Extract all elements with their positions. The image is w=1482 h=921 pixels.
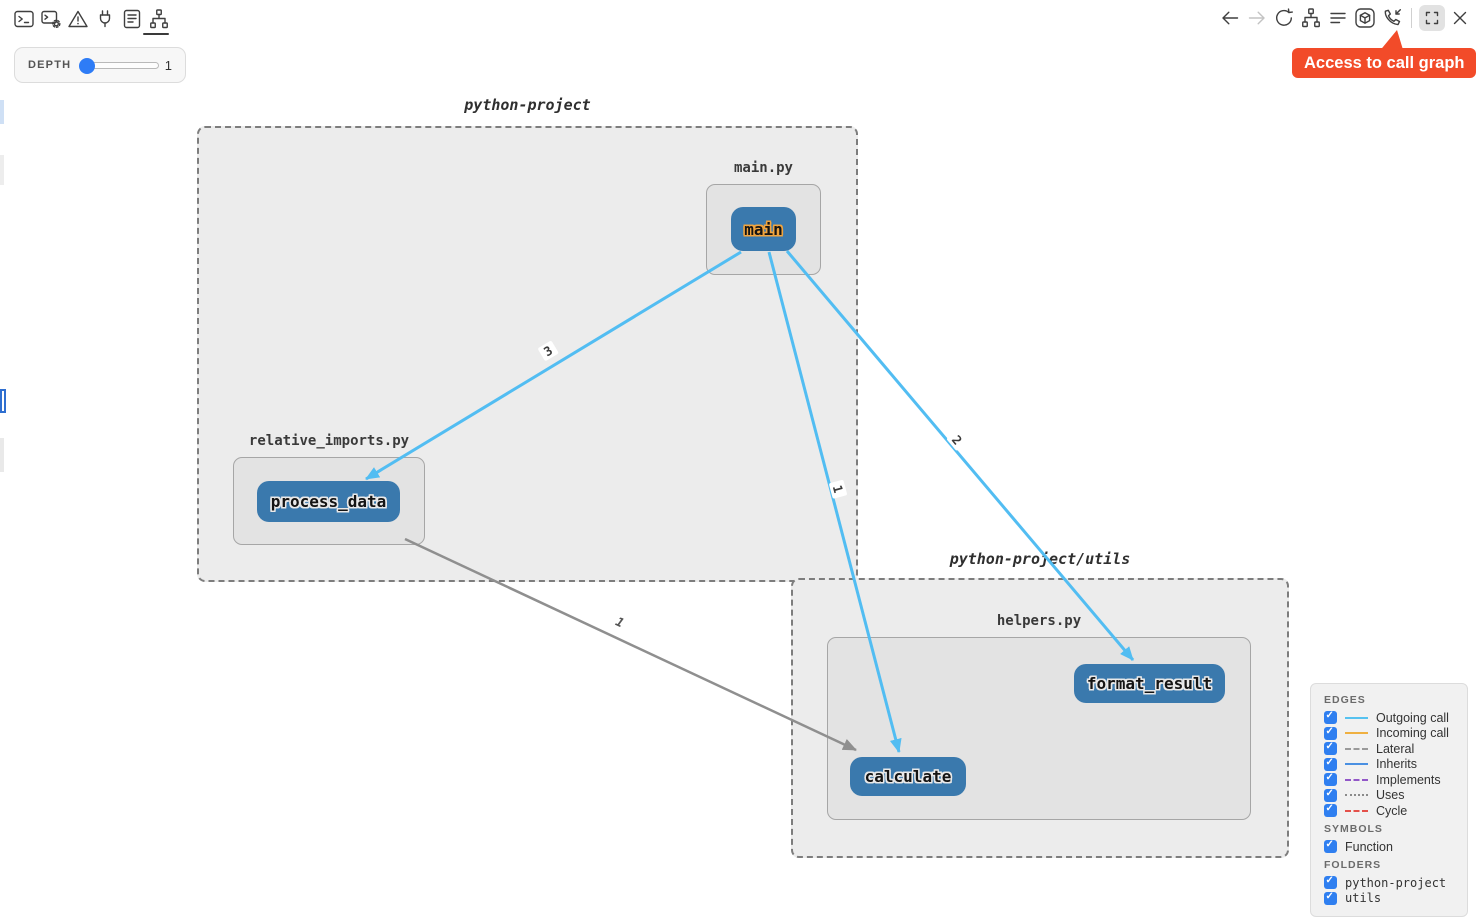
file-title-main-py: main.py — [733, 160, 793, 176]
checkbox-implements[interactable] — [1324, 772, 1337, 786]
call-graph-tab-icon[interactable] — [147, 7, 171, 31]
node-format_result[interactable]: format_result — [1074, 664, 1225, 703]
legend-label: Lateral — [1376, 741, 1415, 756]
active-tab-underline — [143, 33, 169, 35]
minimap-marker-light — [0, 100, 4, 124]
legend-label: python-project — [1345, 875, 1447, 890]
legend-label: Uses — [1376, 788, 1405, 802]
refresh-icon[interactable] — [1272, 6, 1296, 30]
legend-folders-header: FOLDERS — [1324, 859, 1382, 871]
tooltip-text: Access to call graph — [1304, 53, 1465, 72]
file-title-helpers-py: helpers.py — [996, 613, 1082, 629]
node-calculate[interactable]: calculate — [850, 757, 966, 796]
edge-count-label: 2 — [946, 429, 968, 451]
legend-item-folder-utils: utils — [1324, 891, 1455, 906]
minimap-marker-faint — [0, 155, 4, 185]
checkbox-lateral[interactable] — [1324, 741, 1337, 755]
terminal-settings-icon[interactable] — [39, 7, 63, 31]
folder-title-python-project: python-project — [464, 96, 591, 114]
edge-sample-outgoing-call — [1345, 716, 1368, 719]
legend-label: Incoming call — [1376, 726, 1449, 740]
edge-sample-lateral — [1345, 747, 1368, 750]
edge-sample-cycle — [1345, 809, 1368, 812]
edge-count-label: 1 — [609, 611, 631, 633]
forward-icon[interactable] — [1245, 6, 1269, 30]
depth-value: 1 — [164, 57, 172, 73]
legend-panel: EDGES Outgoing call Incoming call Latera… — [1310, 683, 1468, 917]
back-icon[interactable] — [1218, 6, 1242, 30]
legend-label: Outgoing call — [1376, 710, 1449, 725]
checkbox-cycle[interactable] — [1324, 803, 1337, 817]
legend-label: utils — [1345, 891, 1382, 905]
legend-label: Function — [1345, 839, 1393, 854]
legend-label: Cycle — [1376, 803, 1408, 818]
legend-item-incoming-call: Incoming call — [1324, 726, 1455, 741]
depth-slider[interactable] — [79, 57, 160, 74]
output-icon[interactable] — [120, 7, 144, 31]
minimap-viewport-marker[interactable] — [0, 389, 6, 413]
checkbox-inherits[interactable] — [1324, 757, 1337, 771]
legend-item-lateral: Lateral — [1324, 741, 1455, 756]
legend-edges-header: EDGES — [1324, 694, 1366, 706]
tooltip-access-call-graph: Access to call graph — [1292, 48, 1477, 78]
problems-icon[interactable] — [66, 7, 90, 31]
graph-toolbar — [1218, 5, 1472, 31]
edge-sample-incoming-call — [1345, 732, 1368, 734]
align-lines-icon[interactable] — [1326, 6, 1350, 30]
tooltip-pointer — [1378, 30, 1404, 53]
legend-item-outgoing-call: Outgoing call — [1324, 710, 1455, 725]
graph-layout-icon[interactable] — [1299, 6, 1323, 30]
close-icon[interactable] — [1448, 6, 1472, 30]
legend-symbols-header: SYMBOLS — [1324, 823, 1383, 835]
legend-label: Implements — [1376, 772, 1441, 787]
toolbar-separator — [1411, 8, 1412, 28]
checkbox-function[interactable] — [1324, 839, 1337, 853]
panel-tabs — [12, 7, 171, 31]
legend-item-folder-python-project: python-project — [1324, 875, 1455, 890]
terminal-icon[interactable] — [12, 7, 36, 31]
edge-sample-implements — [1345, 778, 1368, 781]
legend-item-implements: Implements — [1324, 772, 1455, 787]
checkbox-folder-utils[interactable] — [1324, 891, 1337, 905]
checkbox-incoming-call[interactable] — [1324, 726, 1337, 740]
legend-label: Inherits — [1376, 757, 1417, 771]
minimap-marker-gray — [0, 438, 4, 472]
incoming-call-icon[interactable] — [1380, 6, 1404, 30]
node-process_data[interactable]: process_data — [257, 481, 400, 522]
legend-item-function: Function — [1324, 839, 1455, 854]
depth-control: DEPTH 1 — [14, 47, 186, 83]
edge-sample-inherits — [1345, 763, 1368, 765]
checkbox-outgoing-call[interactable] — [1324, 710, 1337, 724]
legend-item-uses: Uses — [1324, 788, 1455, 803]
legend-item-inherits: Inherits — [1324, 757, 1455, 772]
checkbox-uses[interactable] — [1324, 788, 1337, 802]
ports-icon[interactable] — [93, 7, 117, 31]
package-icon[interactable] — [1353, 6, 1377, 30]
legend-item-cycle: Cycle — [1324, 803, 1455, 818]
depth-slider-knob[interactable] — [79, 57, 96, 74]
folder-title-python-project-utils: python-project/utils — [949, 550, 1131, 568]
file-title-relative-imports-py: relative_imports.py — [248, 433, 410, 449]
depth-label: DEPTH — [28, 59, 72, 71]
edge-sample-uses — [1345, 794, 1368, 796]
node-main[interactable]: main — [731, 207, 796, 251]
checkbox-folder-python-project[interactable] — [1324, 875, 1337, 889]
fullscreen-icon[interactable] — [1419, 5, 1445, 31]
